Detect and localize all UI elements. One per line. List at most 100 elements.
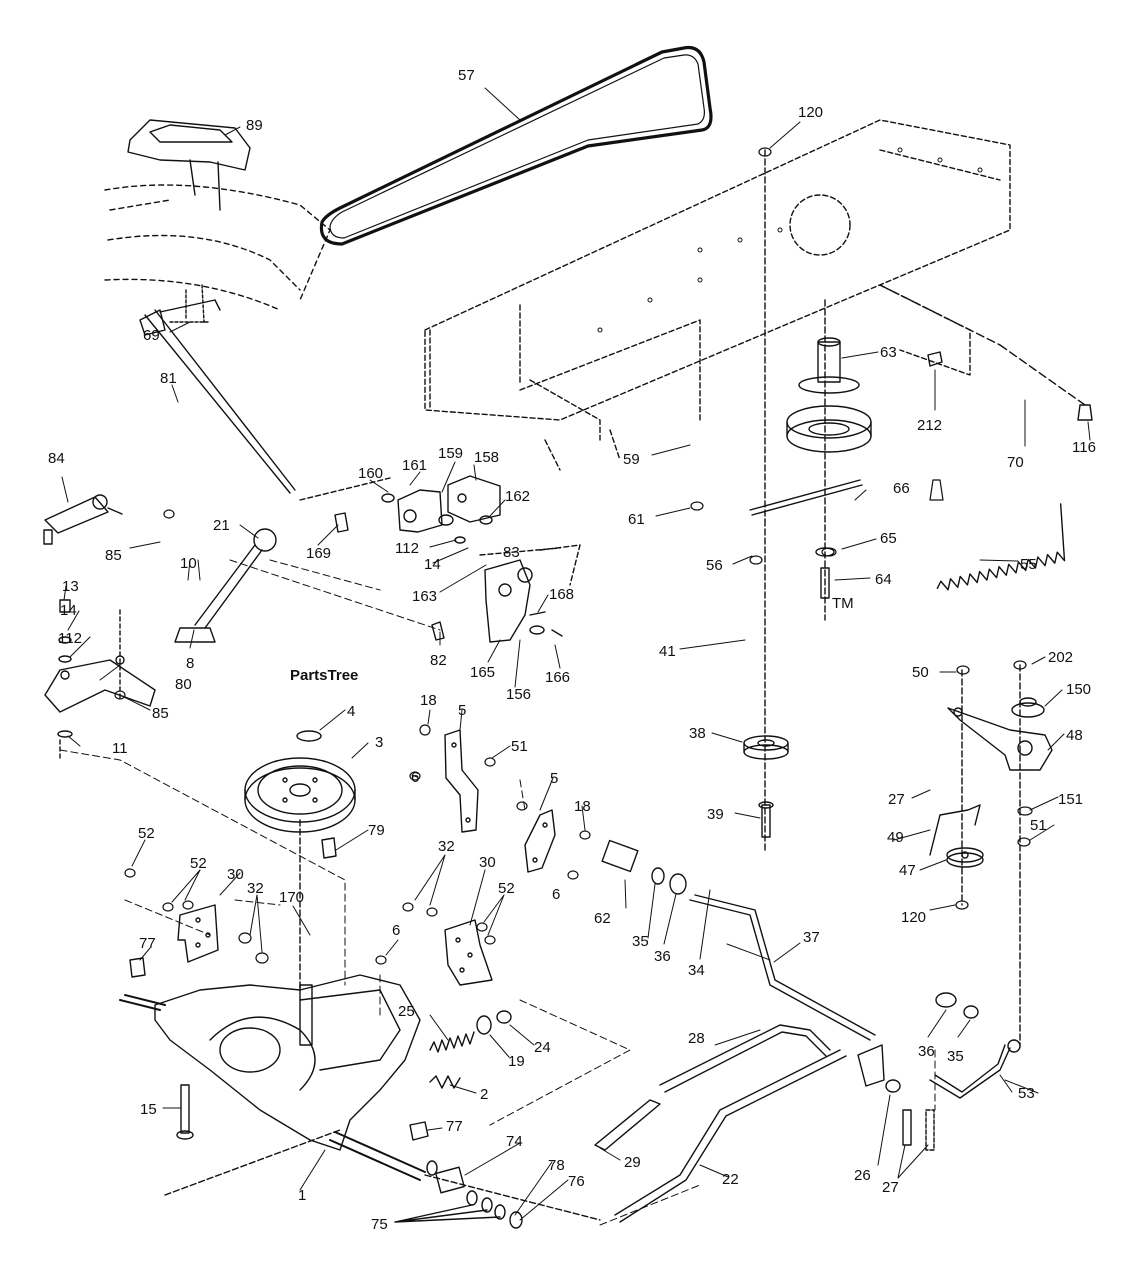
part-label-169[interactable]: 169 (306, 545, 331, 562)
part-label-48[interactable]: 48 (1066, 727, 1083, 744)
part-label-160[interactable]: 160 (358, 465, 383, 482)
part-label-120-b[interactable]: 120 (901, 909, 926, 926)
part-label-6-c[interactable]: 6 (392, 922, 400, 939)
part-label-6-b[interactable]: 6 (552, 886, 560, 903)
part-label-26[interactable]: 26 (854, 1167, 871, 1184)
part-label-28[interactable]: 28 (688, 1030, 705, 1047)
part-label-83[interactable]: 83 (503, 544, 520, 561)
part-label-18[interactable]: 18 (420, 692, 437, 709)
part-label-11[interactable]: 11 (112, 740, 128, 757)
part-label-79[interactable]: 79 (368, 822, 385, 839)
part-label-70[interactable]: 70 (1007, 454, 1024, 471)
part-label-21[interactable]: 21 (213, 517, 230, 534)
part-label-5-b[interactable]: 5 (550, 770, 558, 787)
part-label-76[interactable]: 76 (568, 1173, 585, 1190)
part-label-51[interactable]: 51 (511, 738, 528, 755)
part-label-32[interactable]: 32 (438, 838, 455, 855)
part-label-55[interactable]: 55 (1020, 556, 1037, 573)
part-label-36-b[interactable]: 36 (918, 1043, 935, 1060)
part-label-77-b[interactable]: 77 (446, 1118, 463, 1135)
part-label-38[interactable]: 38 (689, 725, 706, 742)
part-label-170[interactable]: 170 (279, 889, 304, 906)
part-label-63[interactable]: 63 (880, 344, 897, 361)
part-label-1[interactable]: 1 (298, 1187, 306, 1204)
part-label-80[interactable]: 80 (175, 676, 192, 693)
part-label-158[interactable]: 158 (474, 449, 499, 466)
part-label-52-c[interactable]: 52 (498, 880, 515, 897)
part-label-165[interactable]: 165 (470, 664, 495, 681)
part-label-61[interactable]: 61 (628, 511, 645, 528)
part-label-85[interactable]: 85 (105, 547, 122, 564)
part-label-35-b[interactable]: 35 (947, 1048, 964, 1065)
part-label-10[interactable]: 10 (180, 555, 197, 572)
part-label-5[interactable]: 5 (458, 702, 466, 719)
part-label-34[interactable]: 34 (688, 962, 705, 979)
part-label-13[interactable]: 13 (62, 578, 79, 595)
part-label-37[interactable]: 37 (803, 929, 820, 946)
part-label-84[interactable]: 84 (48, 450, 65, 467)
part-label-32-b[interactable]: 32 (247, 880, 264, 897)
part-label-85-b[interactable]: 85 (152, 705, 169, 722)
part-label-3[interactable]: 3 (375, 734, 383, 751)
part-label-4[interactable]: 4 (347, 703, 355, 720)
part-label-77[interactable]: 77 (139, 935, 156, 952)
part-label-27-b[interactable]: 27 (882, 1179, 899, 1196)
part-label-89[interactable]: 89 (246, 117, 263, 134)
part-label-53[interactable]: 53 (1018, 1085, 1035, 1102)
part-label-116[interactable]: 116 (1072, 439, 1096, 456)
spacer-19 (476, 1015, 492, 1035)
part-label-14[interactable]: 14 (424, 556, 441, 573)
part-label-41[interactable]: 41 (659, 643, 676, 660)
part-label-81[interactable]: 81 (160, 370, 177, 387)
part-label-112-b[interactable]: 112 (58, 630, 82, 647)
part-label-62[interactable]: 62 (594, 910, 611, 927)
part-label-65[interactable]: 65 (880, 530, 897, 547)
part-label-29[interactable]: 29 (624, 1154, 641, 1171)
part-label-66[interactable]: 66 (893, 480, 910, 497)
part-label-19[interactable]: 19 (508, 1053, 525, 1070)
part-label-27[interactable]: 27 (888, 791, 905, 808)
part-label-30-b[interactable]: 30 (479, 854, 496, 871)
part-label-2[interactable]: 2 (480, 1086, 488, 1103)
part-label-74[interactable]: 74 (506, 1133, 523, 1150)
part-label-57[interactable]: 57 (458, 67, 475, 84)
part-label-49[interactable]: 49 (887, 829, 904, 846)
part-label-18-b[interactable]: 18 (574, 798, 591, 815)
part-label-156[interactable]: 156 (506, 686, 531, 703)
part-label-47[interactable]: 47 (899, 862, 916, 879)
part-label-52-b[interactable]: 52 (190, 855, 207, 872)
part-label-112[interactable]: 112 (395, 540, 419, 557)
part-label-166[interactable]: 166 (545, 669, 570, 686)
part-label-35[interactable]: 35 (632, 933, 649, 950)
part-label-159[interactable]: 159 (438, 445, 463, 462)
part-label-14-b[interactable]: 14 (60, 602, 77, 619)
part-label-15[interactable]: 15 (140, 1101, 157, 1118)
part-label-163[interactable]: 163 (412, 588, 437, 605)
part-label-22[interactable]: 22 (722, 1171, 739, 1188)
part-label-25[interactable]: 25 (398, 1003, 415, 1020)
part-label-162[interactable]: 162 (505, 488, 530, 505)
part-label-39[interactable]: 39 (707, 806, 724, 823)
part-label-30[interactable]: 30 (227, 866, 244, 883)
part-label-202[interactable]: 202 (1048, 649, 1073, 666)
part-label-64[interactable]: 64 (875, 571, 892, 588)
part-label-69[interactable]: 69 (143, 327, 160, 344)
part-label-212[interactable]: 212 (917, 417, 942, 434)
part-label-161[interactable]: 161 (402, 457, 427, 474)
part-label-52[interactable]: 52 (138, 825, 155, 842)
part-label-120[interactable]: 120 (798, 104, 823, 121)
part-label-51-b[interactable]: 51 (1030, 817, 1047, 834)
part-label-50[interactable]: 50 (912, 664, 929, 681)
part-label-78[interactable]: 78 (548, 1157, 565, 1174)
part-label-6[interactable]: 6 (411, 769, 419, 786)
part-label-56[interactable]: 56 (706, 557, 723, 574)
part-label-82[interactable]: 82 (430, 652, 447, 669)
part-label-8[interactable]: 8 (186, 655, 194, 672)
part-label-151[interactable]: 151 (1058, 791, 1083, 808)
part-label-24[interactable]: 24 (534, 1039, 551, 1056)
part-label-150[interactable]: 150 (1066, 681, 1091, 698)
part-label-75[interactable]: 75 (371, 1216, 388, 1233)
part-label-59[interactable]: 59 (623, 451, 640, 468)
part-label-168[interactable]: 168 (549, 586, 574, 603)
part-label-36[interactable]: 36 (654, 948, 671, 965)
